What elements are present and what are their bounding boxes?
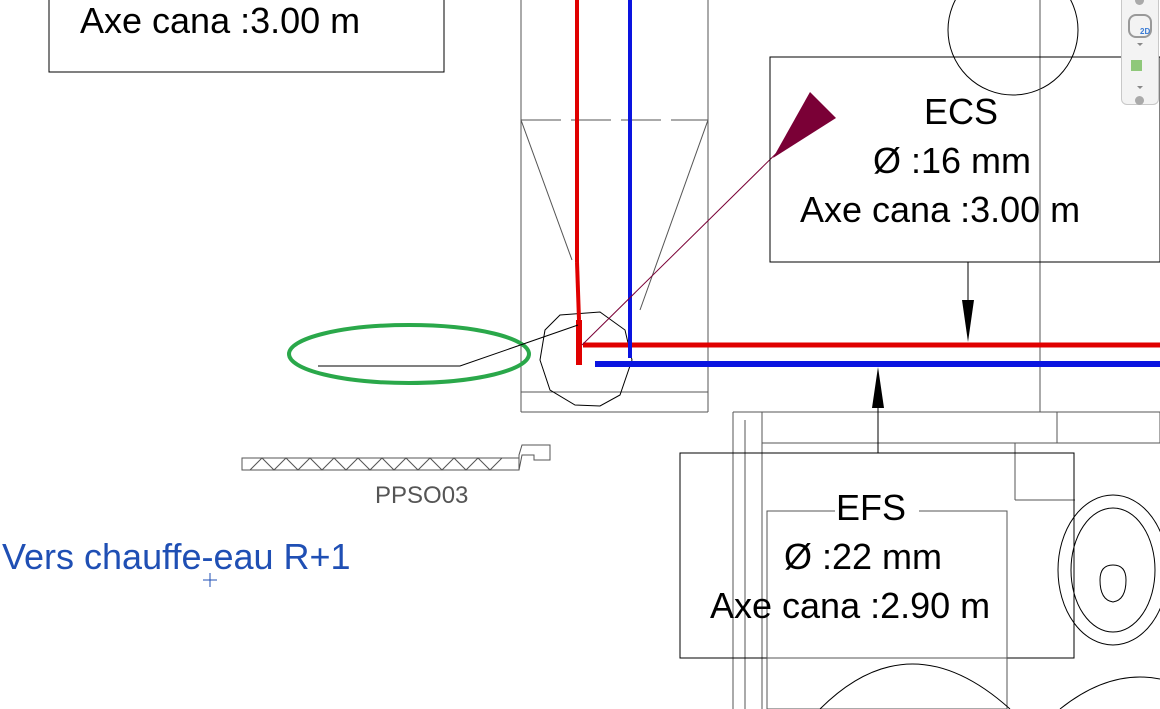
steering-wheel-icon[interactable] xyxy=(1128,14,1152,38)
tag-axe: Axe cana :3.00 m xyxy=(800,189,1080,230)
customize-icon[interactable] xyxy=(1135,96,1144,105)
tag-diameter: Ø :16 mm xyxy=(873,140,1031,181)
wheel-2d-label: 2D xyxy=(1140,27,1151,36)
arrow-up-icon xyxy=(872,367,884,408)
cold-water-pipe[interactable] xyxy=(595,0,1160,367)
move-handle-icon[interactable] xyxy=(203,573,217,587)
arrow-down-icon xyxy=(962,300,974,342)
tag-name: ECS xyxy=(924,91,998,132)
leader-line xyxy=(318,324,579,367)
close-navbar-icon[interactable] xyxy=(1135,0,1144,5)
tag-axe: Axe cana :3.00 m xyxy=(80,0,360,41)
dropdown-arrow-icon[interactable] xyxy=(1137,86,1143,89)
navigation-bar[interactable]: 2D xyxy=(1121,0,1159,105)
tag-leader-line xyxy=(581,129,801,346)
equipment-symbol[interactable] xyxy=(241,444,551,471)
tag-name: EFS xyxy=(836,487,906,528)
note-text[interactable]: Vers chauffe-eau R+1 xyxy=(2,536,351,577)
hot-water-pipe[interactable] xyxy=(575,0,1160,365)
tag-axe: Axe cana :2.90 m xyxy=(710,585,990,626)
pipe-tag-efs[interactable]: EFS Ø :22 mm Axe cana :2.90 m xyxy=(679,367,1075,659)
section-marker-icon[interactable] xyxy=(773,92,836,158)
highlight-ellipse xyxy=(287,323,531,385)
zoom-icon[interactable] xyxy=(1131,60,1142,71)
equipment-label[interactable]: PPSO03 xyxy=(375,482,468,509)
pipe-tag-top-left[interactable]: Axe cana :3.00 m xyxy=(48,0,445,73)
tag-diameter: Ø :22 mm xyxy=(784,536,942,577)
dropdown-arrow-icon[interactable] xyxy=(1137,43,1143,46)
pipe-tag-ecs[interactable]: ECS Ø :16 mm Axe cana :3.00 m xyxy=(769,56,1160,342)
